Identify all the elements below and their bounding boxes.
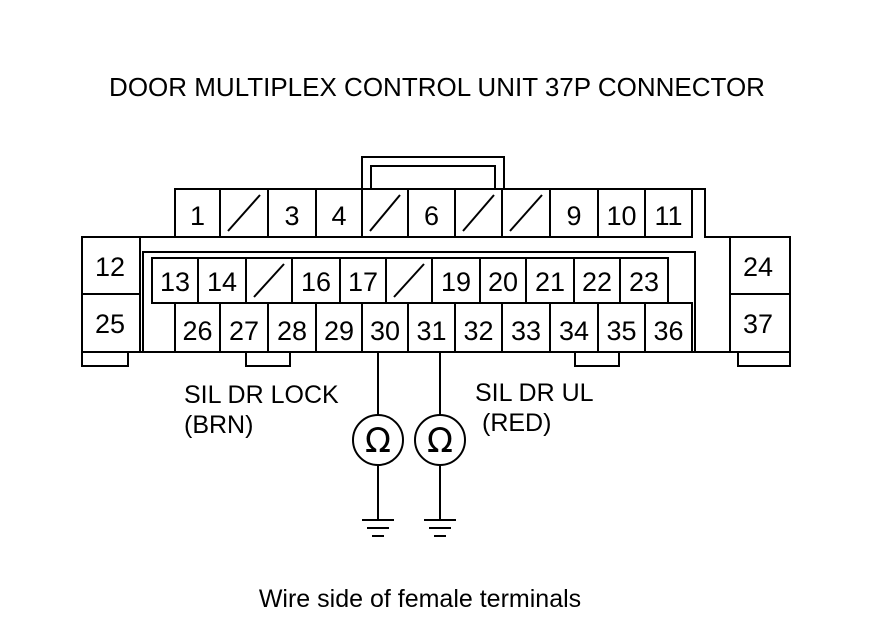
pin-21: 21	[535, 267, 565, 297]
pin-9: 9	[566, 201, 581, 231]
wire-label-sil-dr-lock: SIL DR LOCK	[184, 381, 339, 409]
pin-24: 24	[743, 252, 773, 282]
left-pin-block: 12 25	[82, 237, 141, 352]
empty-cavity	[253, 263, 285, 298]
pin-33: 33	[511, 316, 541, 346]
pin-20: 20	[488, 267, 518, 297]
ohm-icon: Ω	[365, 421, 391, 461]
pin-27: 27	[229, 316, 259, 346]
pin-34: 34	[559, 316, 589, 346]
empty-cavity	[393, 263, 425, 298]
pin-6: 6	[424, 201, 439, 231]
pin-35: 35	[606, 316, 636, 346]
pin-row-middle: 13 14 16 17 19 20 21 22 23	[151, 257, 669, 304]
pin-row-top: 1 3 4 6 9 10 11	[174, 188, 693, 238]
pin-12: 12	[95, 252, 125, 282]
ohmmeter-probe-lock: Ω SIL DR LOCK (BRN)	[184, 352, 404, 537]
right-pin-block: 24 37	[729, 237, 790, 352]
empty-cavity	[227, 194, 261, 232]
empty-cavity	[462, 194, 495, 232]
wire-color-red: (RED)	[482, 409, 551, 437]
pin-29: 29	[324, 316, 354, 346]
ground-icon	[424, 519, 456, 537]
pin-37: 37	[743, 309, 773, 339]
pin-32: 32	[463, 316, 493, 346]
pin-25: 25	[95, 309, 125, 339]
pin-23: 23	[629, 267, 659, 297]
pin-30: 30	[370, 316, 400, 346]
pin-22: 22	[582, 267, 612, 297]
pin-26: 26	[182, 316, 212, 346]
connector-latch	[361, 156, 505, 190]
empty-cavity	[369, 194, 401, 232]
ground-icon	[362, 519, 394, 537]
wire-label-sil-dr-ul: SIL DR UL	[475, 379, 594, 407]
diagram-caption: Wire side of female terminals	[259, 585, 581, 613]
diagram-title: DOOR MULTIPLEX CONTROL UNIT 37P CONNECTO…	[109, 72, 765, 102]
pin-19: 19	[441, 267, 471, 297]
pin-4: 4	[331, 201, 346, 231]
pin-13: 13	[160, 267, 190, 297]
pin-36: 36	[653, 316, 683, 346]
pin-3: 3	[284, 201, 299, 231]
pin-row-bottom: 26 27 28 29 30 31 32 33 34 35 36	[174, 302, 693, 353]
pin-10: 10	[606, 201, 636, 231]
pin-28: 28	[277, 316, 307, 346]
wire-color-brn: (BRN)	[184, 411, 253, 439]
ohmmeter-probe-unlock: Ω SIL DR UL (RED)	[414, 352, 594, 537]
pin-11: 11	[654, 201, 682, 231]
pin-14: 14	[207, 267, 237, 297]
ohm-icon: Ω	[427, 421, 453, 461]
pin-16: 16	[301, 267, 331, 297]
pin-17: 17	[348, 267, 378, 297]
pin-1: 1	[190, 201, 205, 231]
empty-cavity	[509, 194, 543, 232]
pin-31: 31	[416, 316, 446, 346]
